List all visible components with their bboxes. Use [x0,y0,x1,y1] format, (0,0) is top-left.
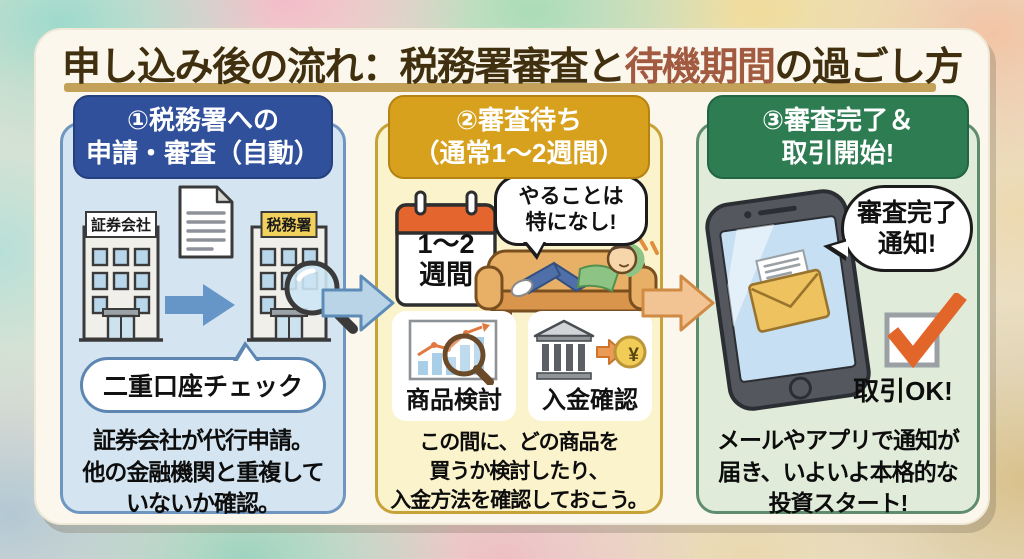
tax-office-label: 税務署 [260,211,318,238]
review-complete-line2: 通知! [877,229,937,258]
panel1-desc-line2: 他の金融機関と重複して [82,458,324,485]
product-review-card: 商品検討 [392,311,516,421]
title-highlight: 待機期間 [624,46,776,89]
double-account-check-bubble: 二重口座チェック [80,341,326,413]
deposit-confirm-card: ¥ 入金確認 [528,311,652,421]
arrow-right-icon [165,284,235,326]
review-complete-line1: 審査完了 [856,199,957,227]
review-complete-bubble: 審査完了 通知! [823,185,973,272]
panel3-desc-line1: メールやアプリで通知が [717,427,960,453]
panel2-desc-line1: この間に、どの商品を [419,431,619,454]
securities-company-building: 証券会社 [77,211,165,345]
panel3-desc-line2: 届き、いよいよ本格的な [718,458,958,485]
bank-deposit-icon: ¥ [528,319,652,390]
deposit-confirm-label: 入金確認 [542,387,638,414]
document-icon [178,185,234,259]
nothing-to-do-line2: 特になし! [525,211,617,235]
panel1-desc-line1: 証券会社が代行申請。 [93,427,314,453]
nothing-to-do-bubble: やることは 特になし! [494,175,648,259]
panel1-header: ①税務署への 申請・審査（自動） [73,95,333,179]
nothing-to-do-line1: やることは [518,185,624,208]
panel1-header-line2: 申請・審査（自動） [85,137,320,168]
flow-arrow-1-icon [321,274,395,332]
panel3-header-line2: 取引開始! [781,137,895,168]
title-part2: の過ごし方 [774,46,964,89]
panel2-header-line1: ②審査待ち [455,105,582,135]
panel-review-complete: ③審査完了＆ 取引開始! 審 [696,95,980,516]
office-building-icon [79,225,163,342]
panel3-header: ③審査完了＆ 取引開始! [707,95,969,179]
panel3-desc-line3: 投資スタート! [768,490,909,517]
product-review-label: 商品検討 [406,387,502,414]
panel2-desc-line2: 買うか検討したり、 [429,459,609,483]
calendar-line2: 週間 [419,260,473,291]
title-part1: 申し込み後の流れ：税務署審査と [61,46,626,89]
panel1-desc-line3: いないか確認。 [126,490,281,517]
panel2-description: この間に、どの商品を 買うか検討したり、 入金方法を確認しておこう。 [382,429,656,516]
chart-magnifier-icon [392,319,516,390]
panel3-header-line1: ③審査完了＆ [761,105,914,135]
title-underline [64,83,936,92]
panel-tax-office-application: ①税務署への 申請・審査（自動） 証券会社 [60,95,358,516]
flow-arrow-2-icon [641,274,715,332]
calendar-duration-text: 1〜2 週間 [394,229,498,291]
panel2-desc-line3: 入金方法を確認しておこう。 [390,488,648,512]
yen-coin-icon: ¥ [628,345,639,366]
mail-notification-icon [748,249,831,333]
checkbox-check-icon [884,293,967,369]
calendar-line1: 1〜2 [417,229,475,259]
panel3-description: メールやアプリで通知が 届き、いよいよ本格的な 投資スタート! [703,425,973,520]
content-card: 申し込み後の流れ：税務署審査と待機期間の過ごし方 ①税務署への 申請・審査（自動… [34,28,990,525]
panel1-header-line1: ①税務署への [126,105,279,135]
page-title: 申し込み後の流れ：税務署審査と待機期間の過ごし方 [36,36,988,92]
panel2-header-line2: （通常1〜2週間） [413,137,625,168]
panel2-header: ②審査待ち （通常1〜2週間） [388,95,650,179]
trade-ok-text: 取引OK! [853,376,953,406]
panel1-description: 証券会社が代行申請。 他の金融機関と重複して いないか確認。 [67,425,339,520]
waiting-calendar: 1〜2 週間 [394,189,498,309]
panel-review-waiting: ②審査待ち （通常1〜2週間） 1〜2 週間 やることは 特になし! [375,95,663,516]
double-account-check-text: 二重口座チェック [102,373,303,401]
calendar-icon [395,190,497,307]
securities-company-label: 証券会社 [84,211,158,238]
couch-person-icon [474,237,659,327]
